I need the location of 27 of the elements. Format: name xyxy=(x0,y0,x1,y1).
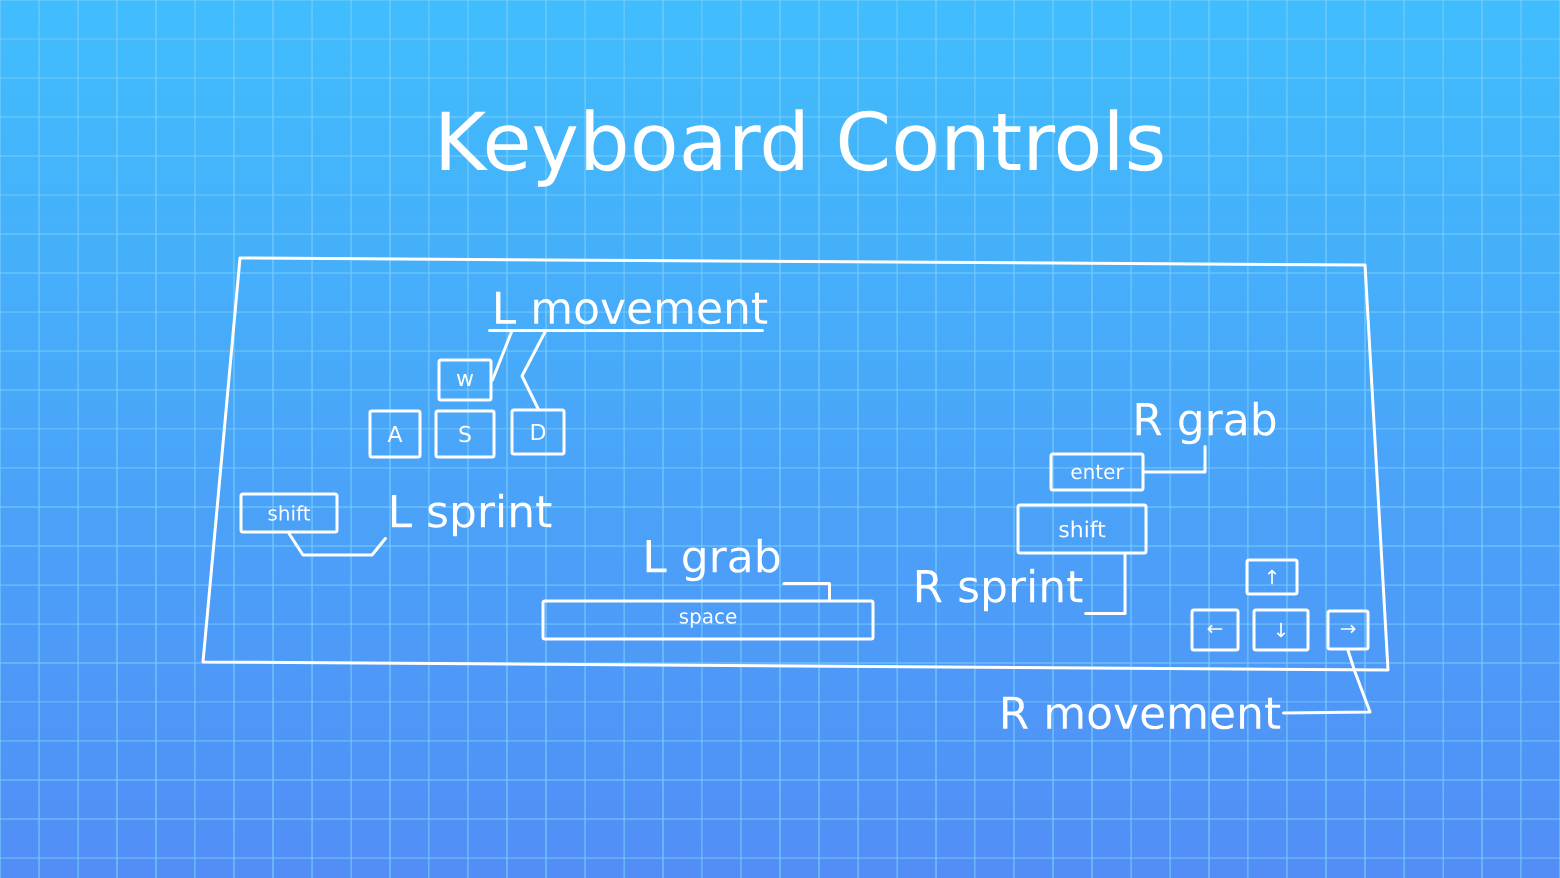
key: ↑ xyxy=(1245,558,1299,596)
key: → xyxy=(1326,609,1370,651)
key: shift xyxy=(239,492,339,534)
callout-label: L sprint xyxy=(391,493,552,537)
key: D xyxy=(510,408,566,456)
leader-line xyxy=(782,582,831,601)
key: S xyxy=(434,409,496,459)
key: shift xyxy=(1016,503,1148,555)
leader-line xyxy=(287,532,387,557)
callout-label: R sprint xyxy=(916,568,1083,612)
key: ↓ xyxy=(1252,608,1310,652)
leader-line xyxy=(1282,649,1372,715)
callout-label: L movement xyxy=(488,291,768,333)
key: enter xyxy=(1049,452,1145,492)
leader-line xyxy=(1143,445,1207,474)
keyboard-outline xyxy=(201,256,1390,672)
leader-line xyxy=(520,329,548,410)
key: w xyxy=(437,358,493,402)
title: Keyboard Controls xyxy=(441,109,1163,187)
leader-line xyxy=(491,329,514,382)
key: space xyxy=(541,599,875,641)
key: A xyxy=(368,409,422,459)
key: ← xyxy=(1190,608,1240,652)
callout-label: R movement xyxy=(1003,696,1281,730)
callout-label: L grab xyxy=(646,538,780,582)
callout-label: R grab xyxy=(1136,401,1276,445)
leader-line xyxy=(1084,553,1127,615)
